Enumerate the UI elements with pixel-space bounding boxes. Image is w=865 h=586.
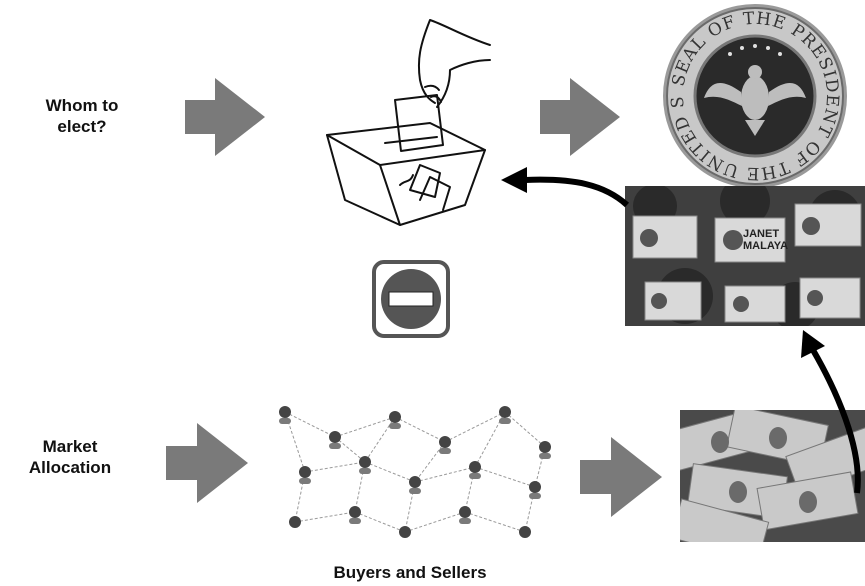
market-text: Market (42, 437, 98, 456)
stop-sign-icon (372, 260, 450, 338)
posters-texture (625, 186, 865, 326)
market-allocation-label: Market Allocation (10, 436, 130, 478)
arrow-to-ballot (185, 78, 265, 156)
money-texture (680, 410, 865, 542)
poster-line-2: MALAYA (743, 240, 789, 252)
question-text: Whom to elect? (45, 96, 119, 136)
curved-arrow-money-to-posters (801, 330, 861, 494)
ballot-box-illustration (326, 19, 491, 226)
presidential-seal: SEAL OF THE PRESIDENT OF THE UNITED STAT… (660, 2, 847, 188)
poster-name: JANET MALAYA (743, 228, 788, 252)
campaign-posters-photo: JANET MALAYA (625, 186, 865, 326)
arrow-to-money (580, 437, 662, 517)
poster-line-1: JANET (743, 228, 780, 240)
arrow-to-network (166, 423, 248, 503)
network-caption-text: Buyers and Sellers (333, 563, 487, 582)
network-caption: Buyers and Sellers (265, 562, 555, 583)
curved-arrow-posters-to-ballot (501, 167, 630, 208)
buyers-sellers-network (265, 392, 560, 549)
question-label: Whom to elect? (22, 95, 142, 137)
money-photo (680, 410, 865, 542)
arrow-to-seal (540, 78, 620, 156)
allocation-text: Allocation (28, 458, 112, 477)
